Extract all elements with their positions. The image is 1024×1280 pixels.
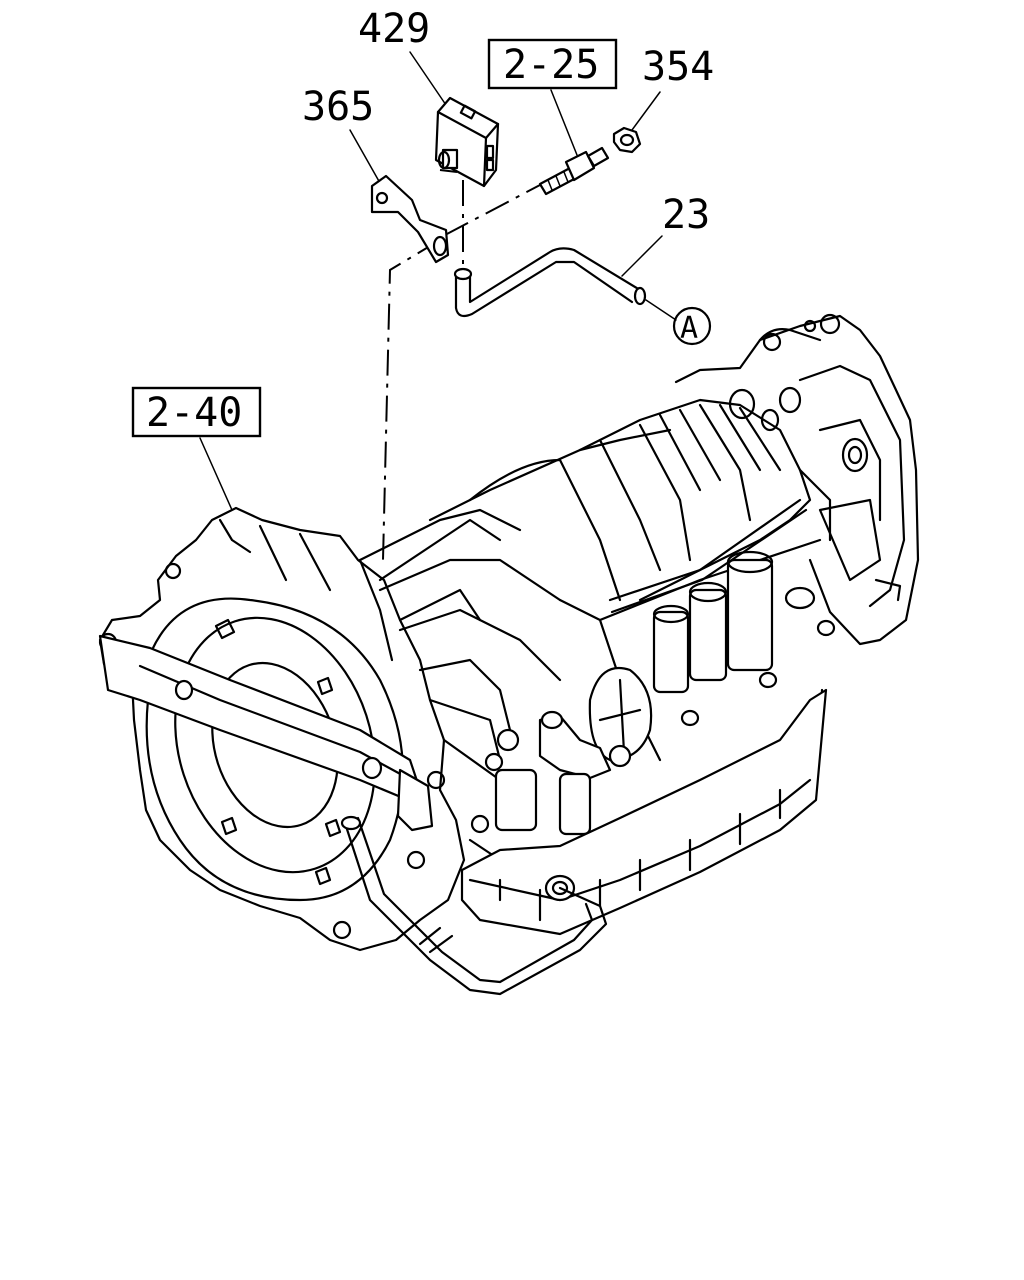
- label-2-40: 2-40: [146, 390, 242, 436]
- label-23: 23: [662, 192, 710, 238]
- ref-box-2-25: [487, 38, 618, 90]
- hose-23: [453, 247, 647, 318]
- assembly-lines: [382, 169, 541, 561]
- ref-circle-a: [672, 306, 712, 346]
- label-429: 429: [358, 6, 430, 52]
- label-354: 354: [642, 44, 714, 90]
- leader-lines: [199, 51, 677, 511]
- bracket-365: [370, 174, 450, 264]
- ref-box-2-40: [131, 386, 262, 438]
- bolt-2-25: [538, 146, 610, 196]
- callout-labels: 429 365 2-25 354 23 2-40 A: [131, 6, 714, 438]
- transmission-assembly: [98, 313, 920, 996]
- label-2-25: 2-25: [503, 42, 599, 88]
- sensor-module-429: [434, 96, 500, 188]
- label-a: A: [680, 311, 698, 346]
- label-365: 365: [302, 84, 374, 130]
- nut-354: [612, 126, 642, 154]
